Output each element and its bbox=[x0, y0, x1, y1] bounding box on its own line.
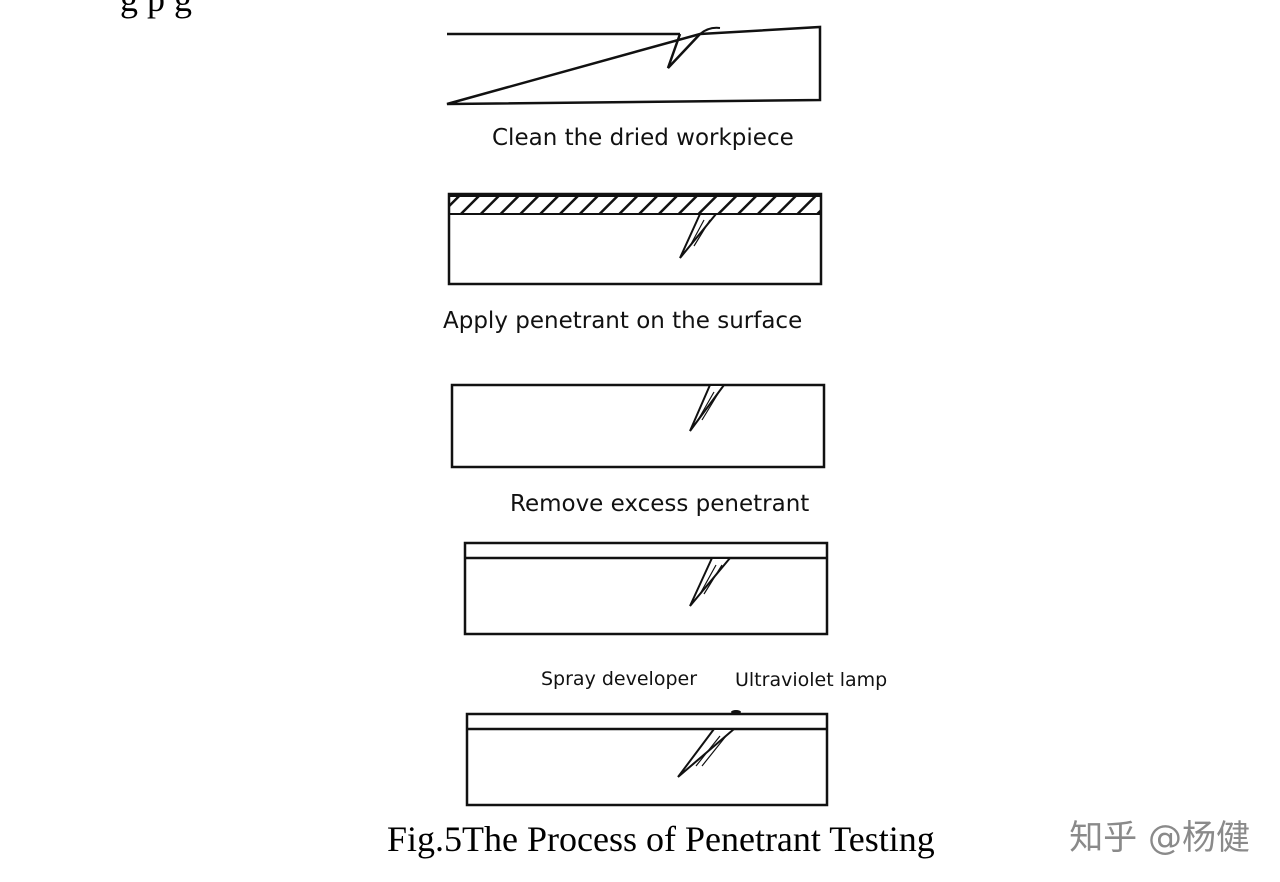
penetrant-layer bbox=[448, 195, 822, 215]
crack-3 bbox=[689, 384, 726, 432]
step-2-label: Apply penetrant on the surface bbox=[443, 308, 803, 334]
crack-2 bbox=[679, 213, 719, 259]
figure-caption: Fig.5The Process of Penetrant Testing bbox=[387, 819, 935, 859]
watermark: 知乎 @杨健 bbox=[1069, 818, 1250, 858]
workpiece-step-2 bbox=[447, 192, 823, 286]
step-4-label: Spray developer bbox=[541, 668, 698, 690]
workpiece-step-4 bbox=[463, 541, 829, 636]
workpiece-step-1 bbox=[446, 25, 822, 106]
cropped-top-text: g p g bbox=[120, 0, 192, 20]
workpiece-step-5 bbox=[465, 710, 829, 807]
crack-1 bbox=[666, 33, 701, 69]
step-5-label: Ultraviolet lamp bbox=[735, 669, 888, 691]
step-3-label: Remove excess penetrant bbox=[510, 491, 810, 517]
step-1-label: Clean the dried workpiece bbox=[492, 125, 794, 151]
crack-4 bbox=[689, 557, 733, 607]
workpiece-step-3 bbox=[450, 383, 826, 469]
